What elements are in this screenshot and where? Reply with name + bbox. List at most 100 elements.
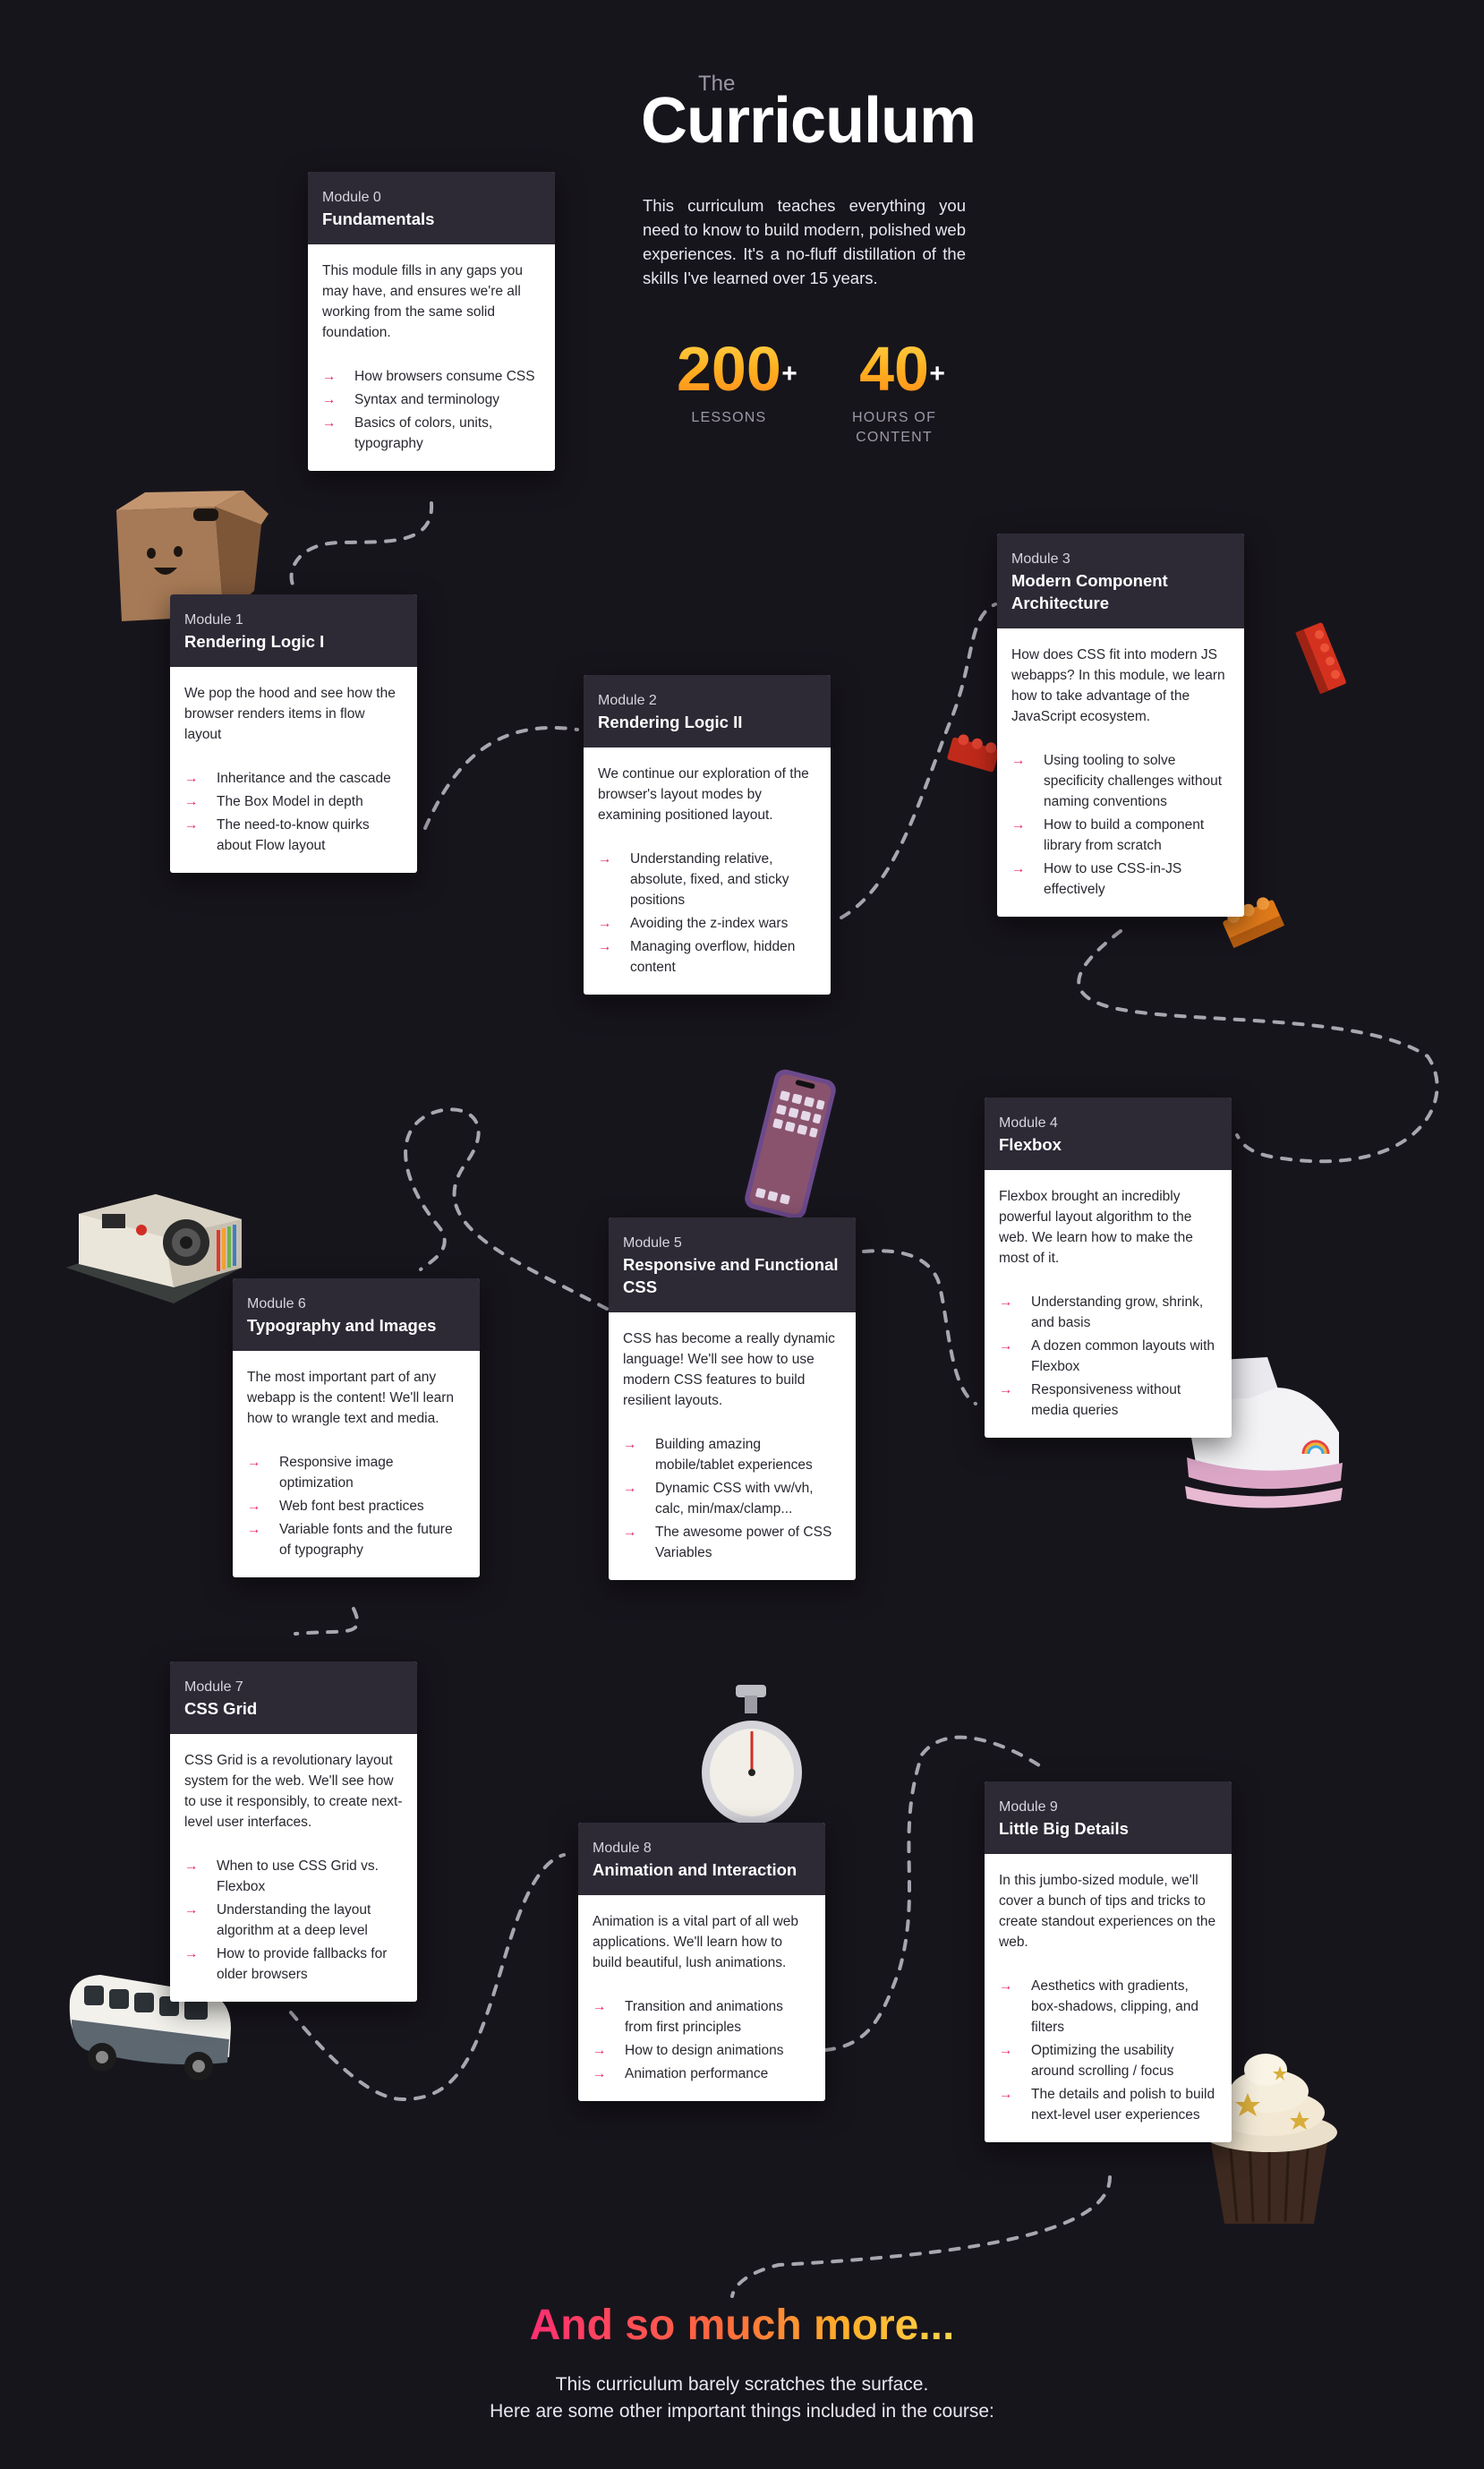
topic-item: →Responsiveness without media queries (999, 1380, 1217, 1421)
module-title: Rendering Logic II (598, 713, 743, 731)
module-label: Module 6 (247, 1296, 306, 1311)
arrow-right-icon: → (593, 1999, 607, 2014)
topic-item: →A dozen common layouts with Flexbox (999, 1336, 1217, 1377)
module-description: Animation is a vital part of all web app… (593, 1914, 799, 1970)
stat-lessons: 200+ LESSONS (677, 333, 797, 428)
topic-item: →Inheritance and the cascade (184, 768, 403, 789)
lego-brick-icon (1223, 897, 1285, 948)
arrow-right-icon: → (322, 392, 337, 407)
arrow-right-icon: → (999, 1294, 1013, 1310)
module-title: Responsive and Functional (623, 1255, 839, 1274)
topic-item: →Understanding relative, absolute, fixed… (598, 849, 816, 910)
arrow-right-icon: → (322, 369, 337, 384)
module-description: Flexbox brought an incredibly powerful l… (999, 1189, 1193, 1266)
topic-item: →The awesome power of CSS Variables (623, 1522, 841, 1563)
arrow-right-icon: → (184, 771, 199, 786)
arrow-right-icon: → (623, 1481, 637, 1496)
arrow-right-icon: → (999, 1382, 1013, 1397)
topic-item: →Dynamic CSS with vw/vh, calc, min/max/c… (623, 1478, 841, 1519)
more-title: And so much more... (529, 2302, 955, 2349)
module-card-2[interactable]: Module 2 Rendering Logic II We continue … (584, 675, 831, 995)
arrow-right-icon: → (184, 1902, 199, 1918)
topic-item: →Variable fonts and the future of typogr… (247, 1519, 465, 1560)
topic-item: →The need-to-know quirks about Flow layo… (184, 815, 403, 856)
more-subtitle: This curriculum barely scratches the sur… (555, 2374, 929, 2395)
topic-list: →Aesthetics with gradients, box-shadows,… (999, 1976, 1217, 2125)
cardboard-box-icon (116, 491, 269, 621)
topic-item: →How browsers consume CSS (322, 366, 541, 387)
module-description: We continue our exploration of the brows… (598, 766, 809, 823)
arrow-right-icon: → (184, 794, 199, 809)
topic-list: →Transition and animations from first pr… (593, 1996, 811, 2084)
module-card-4[interactable]: Module 4 Flexbox Flexbox brought an incr… (985, 1098, 1232, 1438)
module-label: Module 7 (184, 1679, 243, 1695)
topic-item: →Optimizing the usability around scrolli… (999, 2040, 1217, 2081)
module-title: Flexbox (999, 1135, 1062, 1154)
stat-label: CONTENT (856, 430, 933, 445)
stat-value: 40 (859, 334, 929, 404)
topic-list: →Responsive image optimization →Web font… (247, 1452, 465, 1560)
topic-list: →Using tooling to solve specificity chal… (1011, 750, 1230, 900)
arrow-right-icon: → (598, 916, 612, 931)
arrow-right-icon: → (184, 1946, 199, 1961)
module-title: Animation and Interaction (593, 1860, 797, 1879)
module-card-0[interactable]: Module 0 Fundamentals This module fills … (308, 172, 555, 471)
module-title: Fundamentals (322, 209, 435, 228)
topic-list: →When to use CSS Grid vs. Flexbox →Under… (184, 1856, 403, 1985)
module-card-7[interactable]: Module 7 CSS Grid CSS Grid is a revoluti… (170, 1662, 417, 2002)
module-label: Module 5 (623, 1235, 682, 1251)
topic-item: →Managing overflow, hidden content (598, 936, 816, 978)
topic-item: →Animation performance (593, 2063, 811, 2084)
module-description: In this jumbo-sized module, we'll cover … (999, 1873, 1216, 1950)
module-card-3[interactable]: Module 3 Modern Component Architecture H… (997, 534, 1244, 917)
arrow-right-icon: → (593, 2066, 607, 2081)
arrow-right-icon: → (247, 1455, 261, 1470)
module-card-8[interactable]: Module 8 Animation and Interaction Anima… (578, 1823, 825, 2101)
module-title: Little Big Details (999, 1819, 1129, 1838)
arrow-right-icon: → (247, 1522, 261, 1537)
topic-list: →Building amazing mobile/tablet experien… (623, 1434, 841, 1563)
more-subtitle: Here are some other important things inc… (490, 2401, 994, 2422)
topic-list: →Understanding grow, shrink, and basis →… (999, 1292, 1217, 1421)
arrow-right-icon: → (623, 1437, 637, 1452)
lego-brick-icon (947, 734, 1000, 773)
topic-item: →Avoiding the z-index wars (598, 913, 816, 934)
arrow-right-icon: → (999, 2043, 1013, 2058)
module-label: Module 2 (598, 693, 657, 708)
module-title: CSS Grid (184, 1699, 258, 1718)
topic-item: →How to build a component library from s… (1011, 815, 1230, 856)
stat-label: HOURS OF (852, 410, 937, 425)
more-section: And so much more... This curriculum bare… (0, 2301, 1484, 2425)
phone-icon (745, 1069, 836, 1219)
module-card-6[interactable]: Module 6 Typography and Images The most … (233, 1278, 480, 1577)
topic-item: →Basics of colors, units, typography (322, 413, 541, 454)
arrow-right-icon: → (598, 939, 612, 954)
topic-item: →The details and polish to build next-le… (999, 2084, 1217, 2125)
arrow-right-icon: → (1011, 817, 1026, 833)
lego-brick-icon (1295, 622, 1346, 695)
page-title: Curriculum (641, 85, 977, 157)
arrow-right-icon: → (598, 851, 612, 867)
topic-list: →How browsers consume CSS →Syntax and te… (322, 366, 541, 454)
topic-item: →How to provide fallbacks for older brow… (184, 1944, 403, 1985)
polaroid-camera-icon (66, 1194, 242, 1303)
module-title: Architecture (1011, 594, 1109, 612)
module-label: Module 9 (999, 1799, 1058, 1815)
arrow-right-icon: → (1011, 753, 1026, 768)
module-label: Module 1 (184, 612, 243, 628)
module-card-5[interactable]: Module 5 Responsive and Functional CSS C… (609, 1217, 856, 1580)
topic-item: →Web font best practices (247, 1496, 465, 1516)
arrow-right-icon: → (184, 1858, 199, 1874)
cupcake-icon (1201, 2054, 1337, 2224)
arrow-right-icon: → (999, 2087, 1013, 2102)
module-card-9[interactable]: Module 9 Little Big Details In this jumb… (985, 1781, 1232, 2142)
topic-item: →The Box Model in depth (184, 791, 403, 812)
arrow-right-icon: → (322, 415, 337, 431)
stat-suffix: + (929, 359, 945, 389)
topic-item: →Using tooling to solve specificity chal… (1011, 750, 1230, 812)
module-title: Typography and Images (247, 1316, 437, 1335)
topic-item: →How to design animations (593, 2040, 811, 2061)
module-description: This module fills in any gaps you may ha… (322, 263, 524, 340)
module-card-1[interactable]: Module 1 Rendering Logic I We pop the ho… (170, 594, 417, 873)
